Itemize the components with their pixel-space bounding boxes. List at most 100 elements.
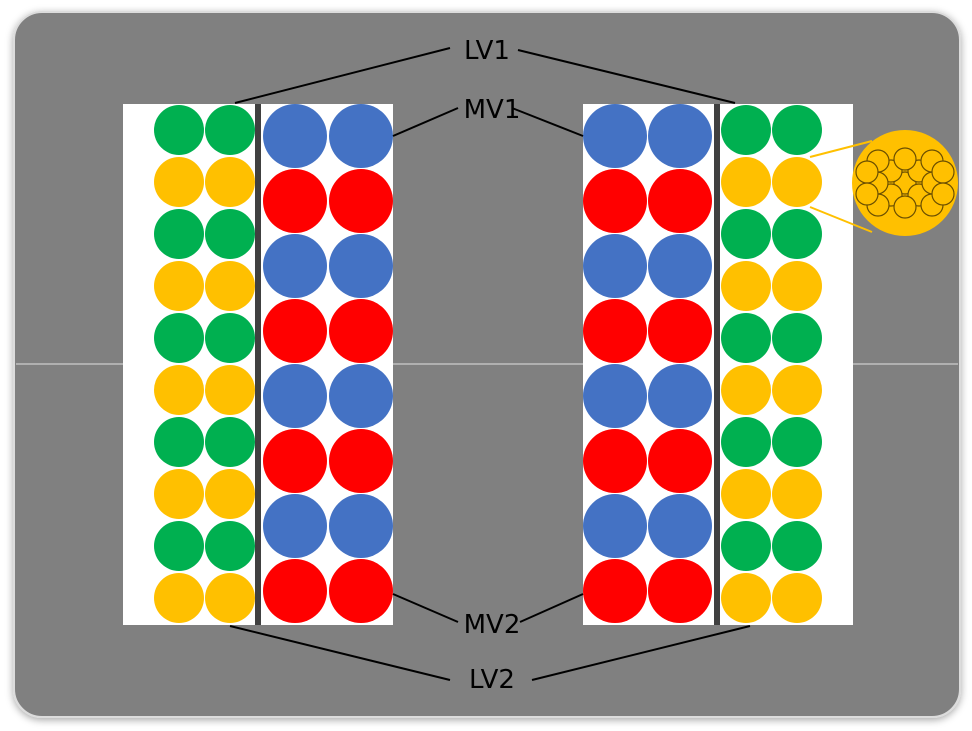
right-mv-vesicle-4-1 <box>648 364 712 428</box>
right-lv-vesicle-8-0 <box>721 521 771 571</box>
left-mv-vesicle-7-1 <box>329 559 393 623</box>
left-mv-vesicle-6-1 <box>329 494 393 558</box>
mv1-line-right <box>511 107 584 137</box>
right-lv-vesicle-0-0 <box>721 105 771 155</box>
magnified-cell-15 <box>855 182 879 206</box>
right-lv-vesicle-2-0 <box>721 209 771 259</box>
mv2-line-left <box>392 593 459 623</box>
right-lv-stack <box>721 105 822 623</box>
right-mv-vesicle-6-0 <box>583 494 647 558</box>
left-lv-vesicle-6-1 <box>205 417 255 467</box>
right-lv-vesicle-8-1 <box>772 521 822 571</box>
left-lv-vesicle-7-0 <box>154 469 204 519</box>
right-mv-vesicle-0-0 <box>583 104 647 168</box>
mv2-line-right <box>519 593 584 623</box>
right-mv-vesicle-1-0 <box>583 169 647 233</box>
right-mv-vesicle-0-1 <box>648 104 712 168</box>
left-lv-vesicle-8-0 <box>154 521 204 571</box>
lv2-line-left <box>229 625 451 681</box>
label-mv2: MV2 <box>464 610 521 640</box>
magnified-cell-13 <box>855 160 879 184</box>
right-mv-vesicle-4-0 <box>583 364 647 428</box>
left-mv-vesicle-5-0 <box>263 429 327 493</box>
label-lv1: LV1 <box>464 36 510 66</box>
left-lv-vesicle-5-1 <box>205 365 255 415</box>
left-lv-vesicle-1-0 <box>154 157 204 207</box>
magnified-callout <box>809 130 958 236</box>
right-lv-vesicle-7-0 <box>721 469 771 519</box>
right-lv-vesicle-3-1 <box>772 261 822 311</box>
left-lv-vesicle-3-0 <box>154 261 204 311</box>
right-lv-vesicle-4-0 <box>721 313 771 363</box>
right-lv-vesicle-1-0 <box>721 157 771 207</box>
left-lv-vesicle-7-1 <box>205 469 255 519</box>
left-mv-vesicle-1-1 <box>329 169 393 233</box>
left-lv-vesicle-6-0 <box>154 417 204 467</box>
right-mv-vesicle-1-1 <box>648 169 712 233</box>
left-mv-vesicle-3-0 <box>263 299 327 363</box>
left-mv-vesicle-4-0 <box>263 364 327 428</box>
left-mv-vesicle-2-1 <box>329 234 393 298</box>
left-mv-vesicle-0-1 <box>329 104 393 168</box>
label-mv1: MV1 <box>464 95 521 125</box>
right-lv-vesicle-9-0 <box>721 573 771 623</box>
left-lv-vesicle-5-0 <box>154 365 204 415</box>
right-lv-vesicle-6-1 <box>772 417 822 467</box>
right-mv-vesicle-5-0 <box>583 429 647 493</box>
right-lv-vesicle-5-0 <box>721 365 771 415</box>
right-lv-vesicle-7-1 <box>772 469 822 519</box>
lv1-line-left <box>234 47 451 104</box>
left-lv-vesicle-3-1 <box>205 261 255 311</box>
left-lv-vesicle-9-1 <box>205 573 255 623</box>
right-lv-vesicle-6-0 <box>721 417 771 467</box>
right-mv-vesicle-3-0 <box>583 299 647 363</box>
left-lv-vesicle-0-1 <box>205 105 255 155</box>
mv1-line-left <box>392 107 459 137</box>
right-mv-vesicle-7-0 <box>583 559 647 623</box>
left-lv-vesicle-2-0 <box>154 209 204 259</box>
magnified-cell-16 <box>931 182 955 206</box>
right-mv-vesicle-2-0 <box>583 234 647 298</box>
right-lv-vesicle-5-1 <box>772 365 822 415</box>
right-lv-vesicle-0-1 <box>772 105 822 155</box>
left-lv-vesicle-4-0 <box>154 313 204 363</box>
magnified-cell-5 <box>893 147 917 171</box>
right-mv-vesicle-6-1 <box>648 494 712 558</box>
lv1-line-right <box>517 49 736 104</box>
magnified-cells <box>855 147 955 219</box>
right-mv-vesicle-2-1 <box>648 234 712 298</box>
left-mv-vesicle-0-0 <box>263 104 327 168</box>
left-mv-stack <box>263 104 393 623</box>
right-mv-vesicle-7-1 <box>648 559 712 623</box>
callout-line-top <box>809 140 873 158</box>
left-mv-vesicle-1-0 <box>263 169 327 233</box>
left-lv-vesicle-4-1 <box>205 313 255 363</box>
left-lv-vesicle-8-1 <box>205 521 255 571</box>
magnified-cell-14 <box>931 160 955 184</box>
callout-line-bottom <box>809 206 873 233</box>
left-mv-vesicle-5-1 <box>329 429 393 493</box>
left-mv-vesicle-6-0 <box>263 494 327 558</box>
left-lv-vesicle-2-1 <box>205 209 255 259</box>
label-lv2: LV2 <box>469 665 515 695</box>
right-lv-vesicle-1-1 <box>772 157 822 207</box>
right-mv-vesicle-3-1 <box>648 299 712 363</box>
right-separator <box>714 104 720 625</box>
left-mv-vesicle-2-0 <box>263 234 327 298</box>
right-lv-vesicle-9-1 <box>772 573 822 623</box>
left-lv-vesicle-1-1 <box>205 157 255 207</box>
left-lv-vesicle-0-0 <box>154 105 204 155</box>
right-lv-vesicle-4-1 <box>772 313 822 363</box>
left-lv-stack <box>154 105 255 623</box>
right-lv-vesicle-2-1 <box>772 209 822 259</box>
connector-lines <box>229 47 751 681</box>
left-lv-vesicle-9-0 <box>154 573 204 623</box>
right-mv-stack <box>583 104 712 623</box>
left-mv-vesicle-7-0 <box>263 559 327 623</box>
magnified-cell-6 <box>893 195 917 219</box>
right-mv-vesicle-5-1 <box>648 429 712 493</box>
left-mv-vesicle-4-1 <box>329 364 393 428</box>
right-lv-vesicle-3-0 <box>721 261 771 311</box>
left-mv-vesicle-3-1 <box>329 299 393 363</box>
